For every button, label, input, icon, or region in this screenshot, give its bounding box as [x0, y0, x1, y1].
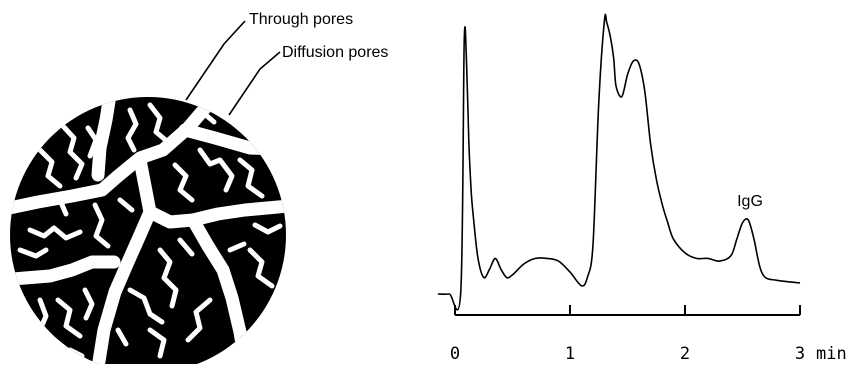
through-pores-leader — [185, 20, 246, 101]
chromatogram: 0 1 2 3 min IgG — [437, 13, 847, 364]
diffusion-pores-leader — [228, 51, 281, 116]
x-tick-label-1: 1 — [565, 344, 575, 364]
x-tick-label-3: 3 — [795, 344, 805, 364]
diffusion-pores-label: Diffusion pores — [282, 44, 388, 61]
diffusion-pores — [17, 102, 283, 359]
igg-peak-label: IgG — [737, 193, 763, 210]
x-unit-label: min — [816, 344, 847, 364]
x-tick-label-2: 2 — [680, 344, 690, 364]
through-pores-label: Through pores — [249, 11, 353, 28]
chromatogram-marks — [437, 13, 801, 311]
x-tick-label-0: 0 — [450, 344, 460, 364]
pore-labels: Through pores Diffusion pores — [185, 11, 388, 116]
chromatogram-trace-0 — [437, 13, 801, 311]
porous-particle — [10, 97, 286, 369]
x-axis: 0 1 2 3 min — [450, 305, 847, 364]
